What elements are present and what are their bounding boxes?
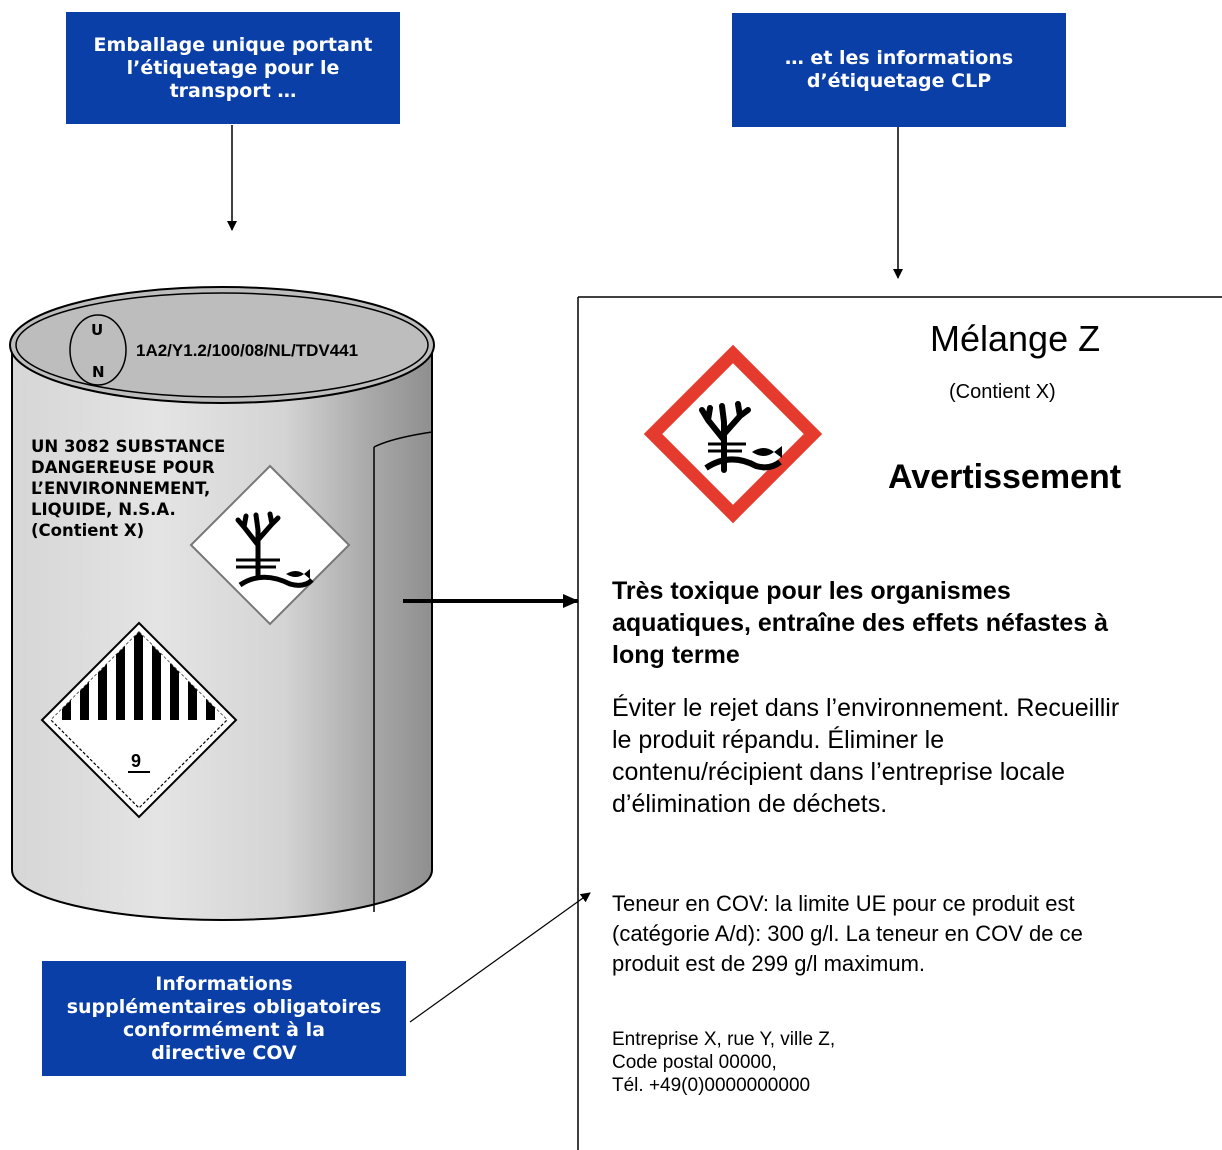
ghs09-environment-icon xyxy=(643,344,823,524)
callout-line: transport … xyxy=(169,79,297,102)
callout-line: Emballage unique portant xyxy=(93,33,373,56)
precautionary-statements: Éviter le rejet dans l’environnement. Re… xyxy=(612,692,1217,820)
contains-note: (Contient X) xyxy=(949,381,1056,403)
shipping-name-line: (Contient X) xyxy=(31,521,145,540)
shipping-name-line: DANGEREUSE POUR xyxy=(31,458,215,477)
hazard-line: aquatiques, entraîne des effets néfastes… xyxy=(612,609,1109,637)
callout-line: l’étiquetage pour le xyxy=(126,56,340,79)
precaution-line: Éviter le rejet dans l’environnement. Re… xyxy=(612,694,1120,722)
callout-line: directive COV xyxy=(151,1041,297,1064)
precaution-line: le produit répandu. Éliminer le xyxy=(612,726,945,754)
callout-line: Informations xyxy=(155,972,293,995)
precaution-line: d’élimination de déchets. xyxy=(612,790,888,818)
voc-information: Teneur en COV: la limite UE pour ce prod… xyxy=(612,889,1212,979)
supplier-line: Code postal 00000, xyxy=(612,1052,777,1073)
shipping-name-line: LIQUIDE, N.S.A. xyxy=(31,500,176,519)
hazard-statement: Très toxique pour les organismes aquatiq… xyxy=(612,575,1212,671)
un-letter-u: U xyxy=(91,321,104,339)
drum xyxy=(9,286,435,921)
supplier-address: Entreprise X, rue Y, ville Z, Code posta… xyxy=(612,1028,1112,1097)
product-name: Mélange Z xyxy=(930,318,1101,359)
hazard-line: Très toxique pour les organismes xyxy=(612,577,1011,605)
hazard-line: long terme xyxy=(612,641,740,669)
voc-callout: Informations supplémentaires obligatoire… xyxy=(42,961,406,1076)
clp-label-frame xyxy=(577,296,1222,1150)
packaging-code: 1A2/Y1.2/100/08/NL/TDV441 xyxy=(136,341,359,360)
voc-line: produit est de 299 g/l maximum. xyxy=(612,951,926,976)
voc-line: (catégorie A/d): 300 g/l. La teneur en C… xyxy=(612,921,1083,946)
voc-arrow xyxy=(409,892,591,1023)
callout-line: … et les informations xyxy=(784,47,1014,69)
un-letter-n: N xyxy=(92,363,105,381)
clp-callout: … et les informations d’étiquetage CLP xyxy=(732,13,1066,127)
environment-hazard-icon xyxy=(189,464,351,626)
supplier-line: Tél. +49(0)0000000000 xyxy=(612,1075,811,1096)
transport-callout: Emballage unique portant l’étiquetage po… xyxy=(66,12,400,124)
callout-line: supplémentaires obligatoires xyxy=(66,995,382,1018)
shipping-name-line: L’ENVIRONNEMENT, xyxy=(31,479,211,498)
precaution-line: contenu/récipient dans l’entreprise loca… xyxy=(612,758,1066,786)
drum-lid xyxy=(9,286,435,404)
class-9-number: 9 xyxy=(131,751,142,771)
voc-line: Teneur en COV: la limite UE pour ce prod… xyxy=(612,891,1075,916)
callout-line: conformément à la xyxy=(123,1018,325,1041)
un-mark-circle xyxy=(69,314,127,386)
proper-shipping-name: UN 3082 SUBSTANCE DANGEREUSE POUR L’ENVI… xyxy=(31,436,225,541)
callout-line: d’étiquetage CLP xyxy=(806,70,992,92)
signal-word: Avertissement xyxy=(888,458,1122,496)
shipping-name-line: UN 3082 SUBSTANCE xyxy=(31,437,226,456)
supplier-line: Entreprise X, rue Y, ville Z, xyxy=(612,1029,836,1050)
